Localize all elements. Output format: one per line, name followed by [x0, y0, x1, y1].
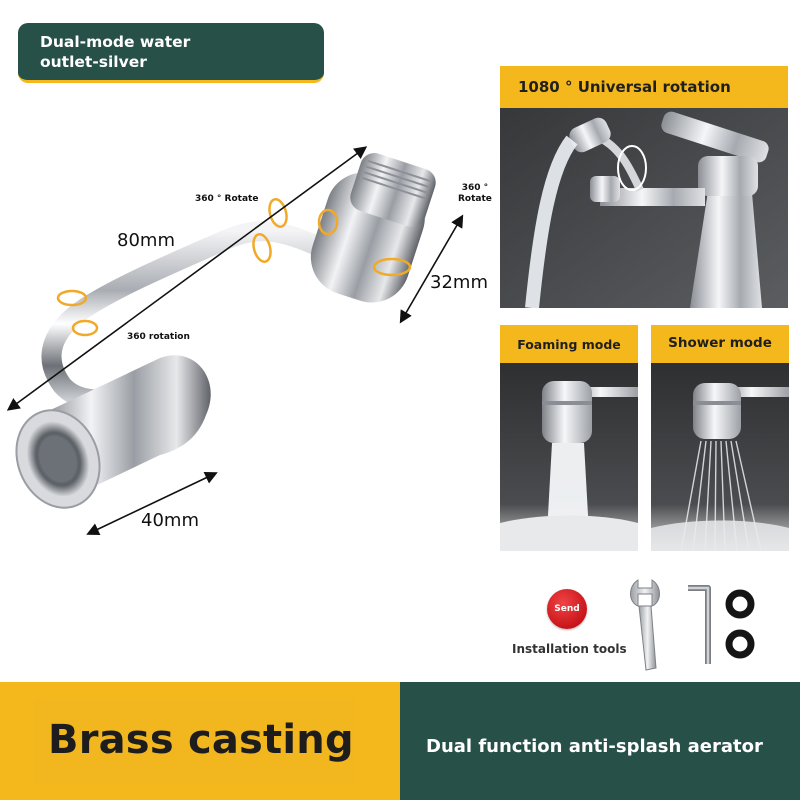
length-dimension-line — [6, 146, 368, 411]
faucet-dimension-diagram — [6, 146, 464, 536]
faucet-aerator-head — [15, 355, 211, 509]
shower-mode-panel: Shower mode — [651, 325, 789, 551]
universal-rotation-photo — [500, 108, 788, 308]
badge-line-2: outlet-silver — [40, 53, 147, 71]
installation-tools-label: Installation tools — [512, 642, 627, 656]
rubber-washer-icon — [725, 589, 755, 659]
rotation-label: 360 rotation — [127, 332, 190, 342]
banner-left: Brass casting — [0, 682, 400, 800]
send-label: Send — [554, 604, 580, 614]
universal-rotation-title: 1080 ° Universal rotation — [518, 78, 731, 96]
wrench-icon — [630, 579, 660, 671]
bottom-diameter-dimension-line — [86, 471, 218, 536]
rotate-label-left: 360 ° Rotate — [195, 194, 259, 204]
brass-casting-text: Brass casting — [48, 717, 354, 763]
installation-tools-illustration — [630, 579, 755, 671]
send-badge: Send — [547, 589, 587, 629]
shower-mode-title: Shower mode — [668, 335, 772, 351]
anti-splash-text: Dual function anti-splash aerator — [426, 736, 763, 757]
hex-key-icon — [688, 585, 711, 664]
badge-line-1: Dual-mode water — [40, 33, 191, 51]
banner-right: Dual function anti-splash aerator — [400, 682, 800, 800]
bottom-diameter-label: 40mm — [141, 510, 199, 531]
top-diameter-dimension-line — [399, 214, 464, 324]
shower-mode-photo — [651, 363, 789, 551]
banner-left-inner: Brass casting — [34, 699, 354, 784]
foaming-mode-panel: Foaming mode — [500, 325, 638, 551]
product-variant-badge: Dual-mode water outlet-silver — [18, 23, 324, 83]
rotate-label-right: 360 ° Rotate — [458, 183, 492, 204]
top-diameter-label: 32mm — [430, 272, 488, 293]
foaming-mode-photo — [500, 363, 638, 551]
universal-rotation-panel: 1080 ° Universal rotation — [500, 66, 788, 308]
foaming-mode-title: Foaming mode — [517, 337, 621, 352]
length-dimension-label: 80mm — [117, 230, 175, 251]
